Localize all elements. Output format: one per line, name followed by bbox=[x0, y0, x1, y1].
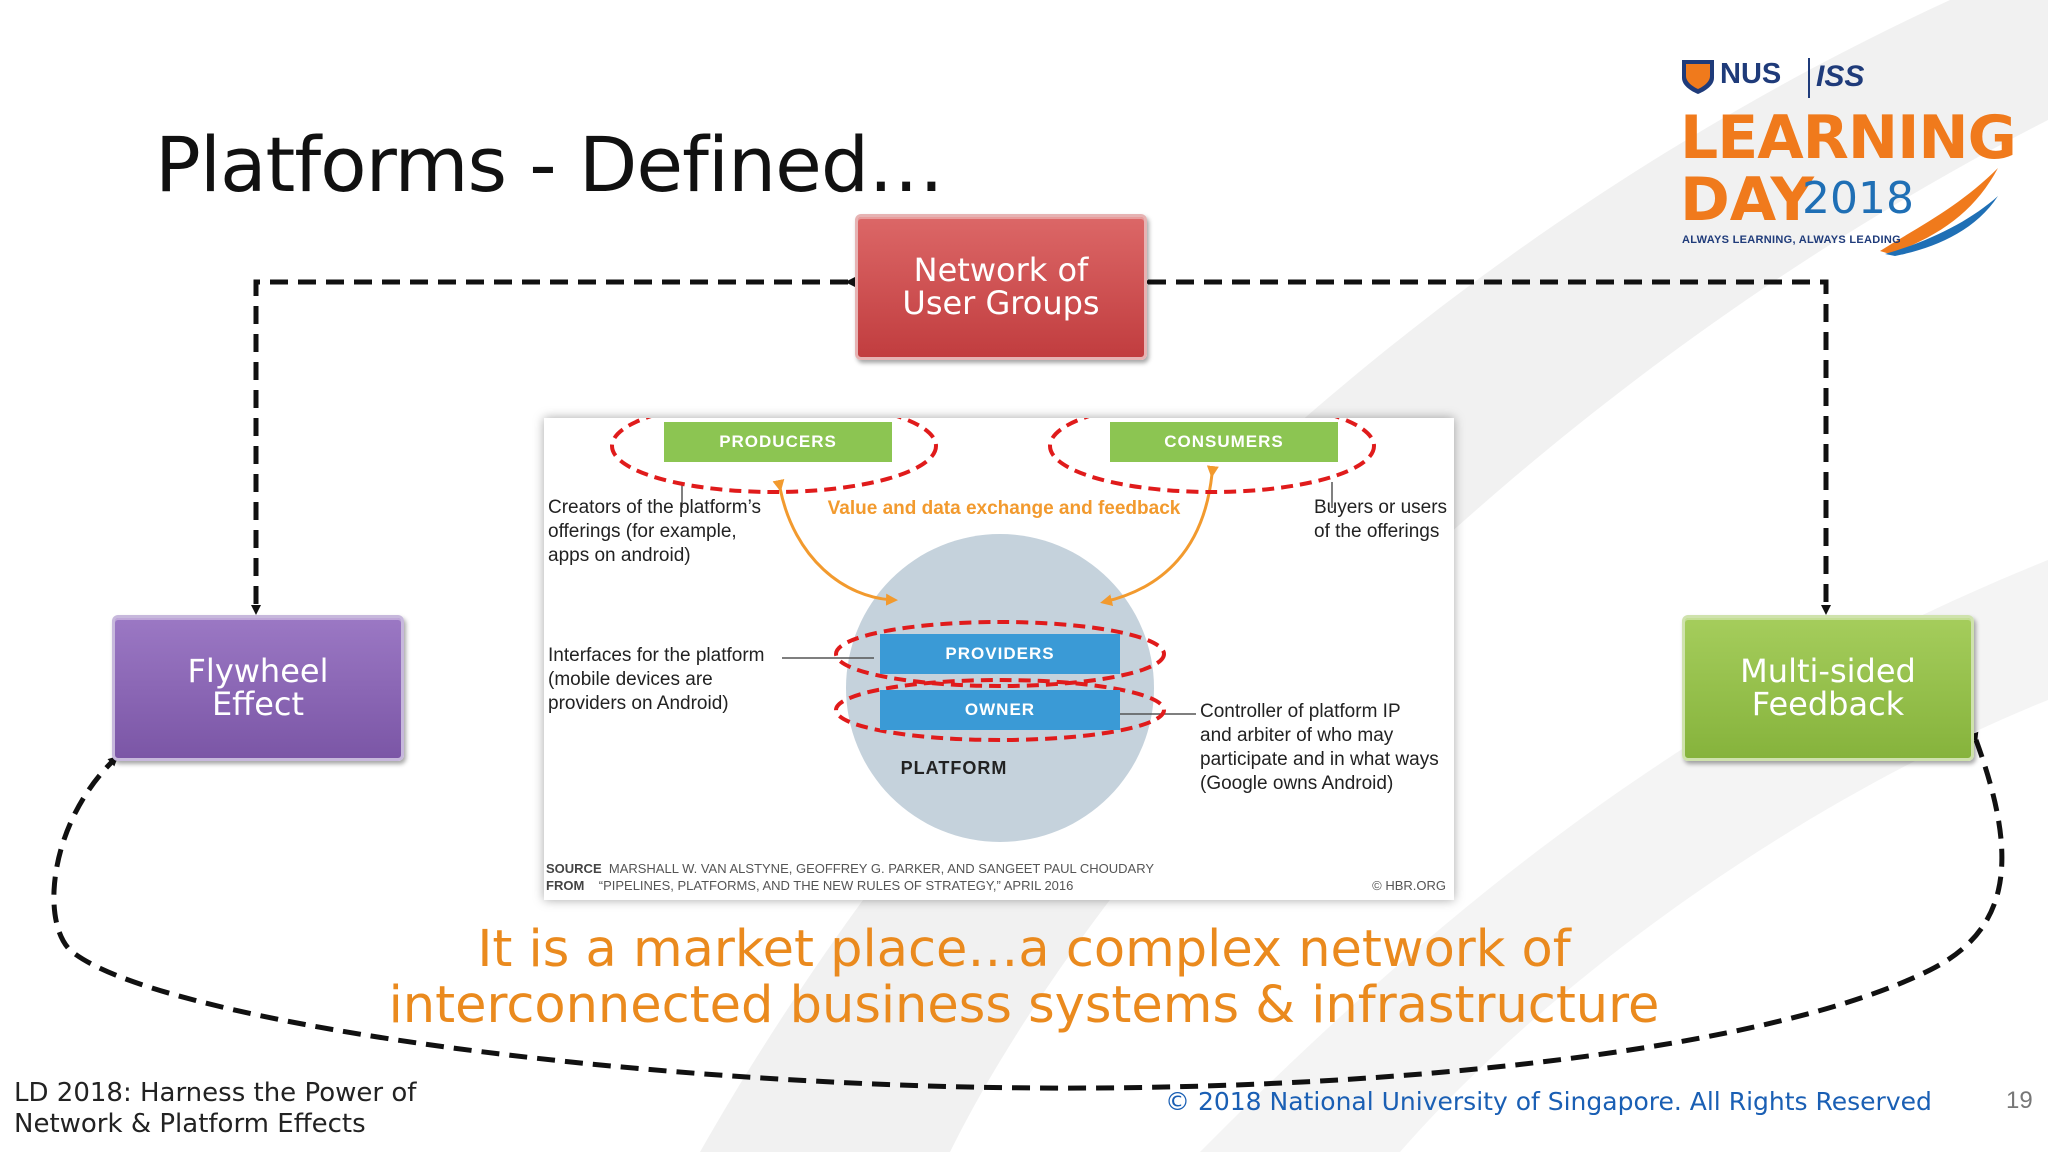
platform-label: PLATFORM bbox=[900, 758, 1008, 778]
producers-label: PRODUCERS bbox=[664, 422, 892, 462]
value-exchange-label: Value and data exchange and feedback bbox=[827, 498, 1181, 519]
providers-highlight-ellipse bbox=[834, 620, 1166, 688]
producers-highlight-ellipse bbox=[610, 418, 938, 494]
day-logo-text: DAY bbox=[1680, 165, 1814, 235]
slide-title: Platforms - Defined… bbox=[155, 120, 944, 209]
logo-tagline: ALWAYS LEARNING, ALWAYS LEADING bbox=[1682, 234, 1901, 246]
footer-session-title: LD 2018: Harness the Power of Network & … bbox=[14, 1078, 416, 1140]
network-box-label: Network of User Groups bbox=[902, 251, 1100, 322]
year-logo-text: 2018 bbox=[1802, 173, 1914, 224]
controller-description: Controller of platform IP and arbiter of… bbox=[1200, 701, 1439, 794]
logo-separator bbox=[1808, 58, 1810, 98]
market-place-line-1: It is a market place…a complex network o… bbox=[477, 920, 1571, 979]
network-of-user-groups-box: Network of User Groups bbox=[855, 214, 1147, 360]
creators-description: Creators of the platform’s offerings (fo… bbox=[548, 497, 761, 566]
page-number: 19 bbox=[2006, 1087, 2033, 1114]
interfaces-description: Interfaces for the platform (mobile devi… bbox=[548, 645, 765, 714]
nus-logo-text: NUS bbox=[1720, 58, 1782, 90]
buyers-description: Buyers or users of the offerings bbox=[1314, 497, 1448, 542]
arrow-feedback-to-flywheel bbox=[51, 731, 2005, 1091]
from-line: FROM “PIPELINES, PLATFORMS, AND THE NEW … bbox=[546, 878, 1073, 893]
flywheel-box-label: Flywheel Effect bbox=[187, 652, 329, 723]
from-text: “PIPELINES, PLATFORMS, AND THE NEW RULES… bbox=[598, 878, 1074, 893]
copyright-notice: © 2018 National University of Singapore.… bbox=[1165, 1087, 1932, 1116]
footer-line-1: LD 2018: Harness the Power of bbox=[14, 1078, 417, 1108]
consumers-highlight-ellipse bbox=[1048, 418, 1376, 494]
source-label: SOURCE bbox=[546, 861, 602, 876]
providers-label: PROVIDERS bbox=[880, 634, 1120, 674]
owner-highlight-ellipse bbox=[834, 678, 1166, 742]
arrow-network-to-flywheel bbox=[251, 277, 855, 615]
arrow-network-to-feedback bbox=[1141, 277, 1831, 615]
footer-line-2: Network & Platform Effects bbox=[14, 1109, 366, 1139]
platform-circle bbox=[846, 534, 1154, 842]
source-line: SOURCE MARSHALL W. VAN ALSTYNE, GEOFFREY… bbox=[546, 861, 1154, 876]
market-place-line-2: interconnected business systems & infras… bbox=[388, 976, 1660, 1035]
owner-label: OWNER bbox=[880, 690, 1120, 730]
market-place-statement: It is a market place…a complex network o… bbox=[0, 922, 2048, 1034]
multi-sided-feedback-box: Multi-sided Feedback bbox=[1682, 615, 1974, 761]
flywheel-effect-box: Flywheel Effect bbox=[112, 615, 404, 761]
learning-day-logo: NUS ISS LEARNING DAY 2018 ALWAYS LEARNIN… bbox=[1680, 56, 2017, 256]
from-label: FROM bbox=[546, 878, 585, 893]
iss-logo-text: ISS bbox=[1816, 60, 1865, 93]
hbr-credit: © HBR.ORG bbox=[1372, 878, 1446, 893]
exchange-arrow-right bbox=[1100, 465, 1219, 607]
nus-crest-icon bbox=[1682, 60, 1714, 94]
consumers-label: CONSUMERS bbox=[1110, 422, 1338, 462]
logo-swoosh-icon bbox=[1880, 168, 1998, 256]
source-text: MARSHALL W. VAN ALSTYNE, GEOFFREY G. PAR… bbox=[608, 861, 1155, 876]
exchange-arrow-left bbox=[772, 478, 898, 606]
platform-figure: PRODUCERS CONSUMERS Value and data excha… bbox=[544, 418, 1454, 900]
learning-logo-text: LEARNING bbox=[1680, 103, 2017, 173]
feedback-box-label: Multi-sided Feedback bbox=[1740, 652, 1916, 723]
